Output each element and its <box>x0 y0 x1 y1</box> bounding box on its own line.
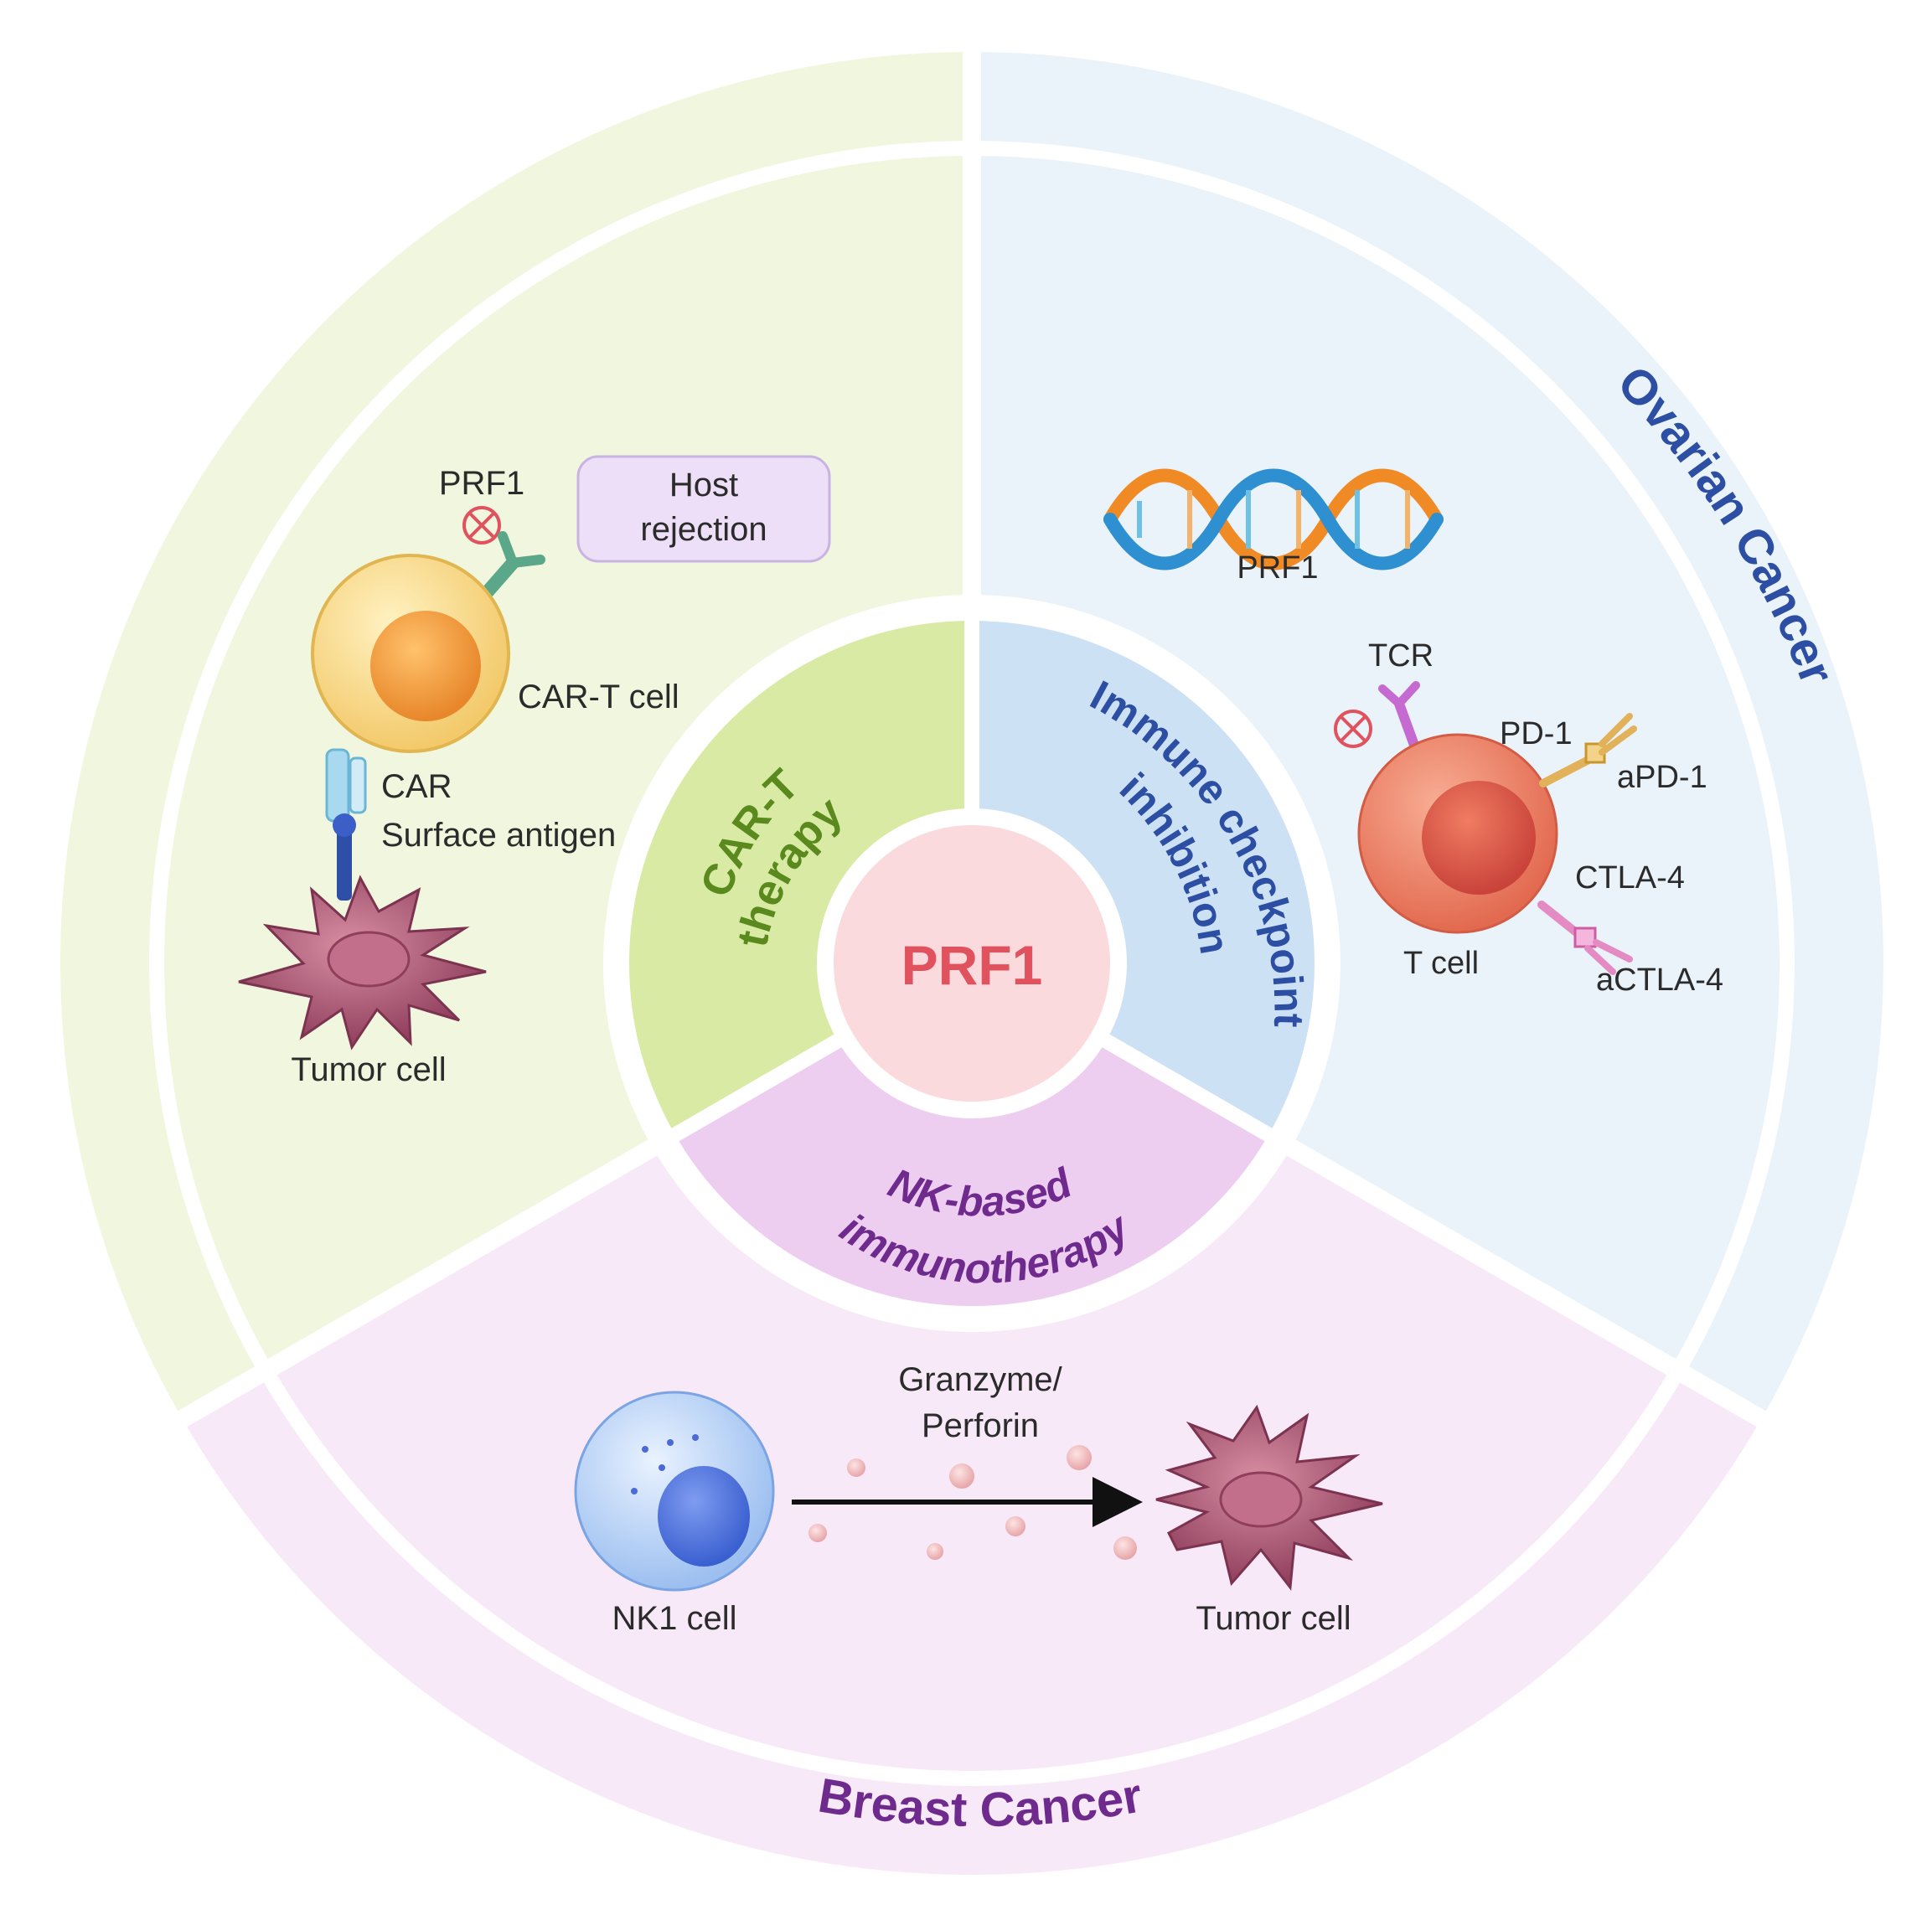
tumor-cell-label: Tumor cell <box>291 1051 446 1088</box>
nk-panel: Granzyme/ Perforin NK1 cell Tumor cell <box>574 1361 1383 1637</box>
nk-therapy-sector <box>674 963 1269 1307</box>
pd1-antibody-icon <box>1539 713 1637 787</box>
cart-prf1-label: PRF1 <box>439 465 524 502</box>
ici-panel: PRF1 TCR PD-1 aPD-1 CTLA-4 T cell a <box>1103 468 1723 998</box>
granzyme-label: Granzyme/ <box>898 1361 1062 1398</box>
t-cell-label: T cell <box>1403 946 1479 981</box>
cart-panel: PRF1 Host rejection CAR-T cell CAR <box>238 455 831 1088</box>
outer-ring <box>57 46 1887 1878</box>
tumor-cell-icon <box>238 875 487 1050</box>
ctla4-antibody-icon <box>1537 901 1633 975</box>
inhibit-icon <box>462 506 501 545</box>
surface-antigen-label: Surface antigen <box>381 817 616 854</box>
inner-ring-border <box>611 602 1333 1324</box>
surface-antigen-icon <box>333 813 356 901</box>
ici-prf1-label: PRF1 <box>1237 550 1318 586</box>
cart-cell-icon <box>311 554 510 753</box>
perforin-label: Perforin <box>922 1407 1039 1444</box>
pd1-label: PD-1 <box>1500 716 1573 751</box>
tumor-cell-label: Tumor cell <box>1196 1600 1351 1637</box>
center-circle <box>834 825 1110 1102</box>
center-label: PRF1 <box>901 934 1043 996</box>
cart-cell-label: CAR-T cell <box>518 679 679 715</box>
car-label: CAR <box>381 768 452 805</box>
center-hub: PRF1 <box>817 808 1127 1118</box>
t-cell-icon <box>1357 733 1558 934</box>
outer-edge <box>57 49 1887 1878</box>
tcr-receptor-icon <box>1378 681 1421 755</box>
car-receptor-icon <box>325 748 367 823</box>
nk-cell-label: NK1 cell <box>612 1600 737 1637</box>
nk-cell-icon <box>574 1391 775 1592</box>
host-rejection-box: Host rejection <box>576 455 831 563</box>
apd1-label: aPD-1 <box>1617 760 1707 795</box>
host-rejection-line1: Host <box>669 467 738 503</box>
ctla4-label: CTLA-4 <box>1575 860 1685 896</box>
host-rejection-line2: rejection <box>640 511 767 548</box>
dna-helix-icon <box>1103 468 1444 570</box>
inhibit-icon <box>1334 710 1372 748</box>
tumor-cell-icon <box>1155 1404 1383 1591</box>
granzyme-particles <box>808 1445 1137 1560</box>
tcr-label: TCR <box>1368 638 1434 674</box>
actla4-label: aCTLA-4 <box>1596 963 1723 998</box>
